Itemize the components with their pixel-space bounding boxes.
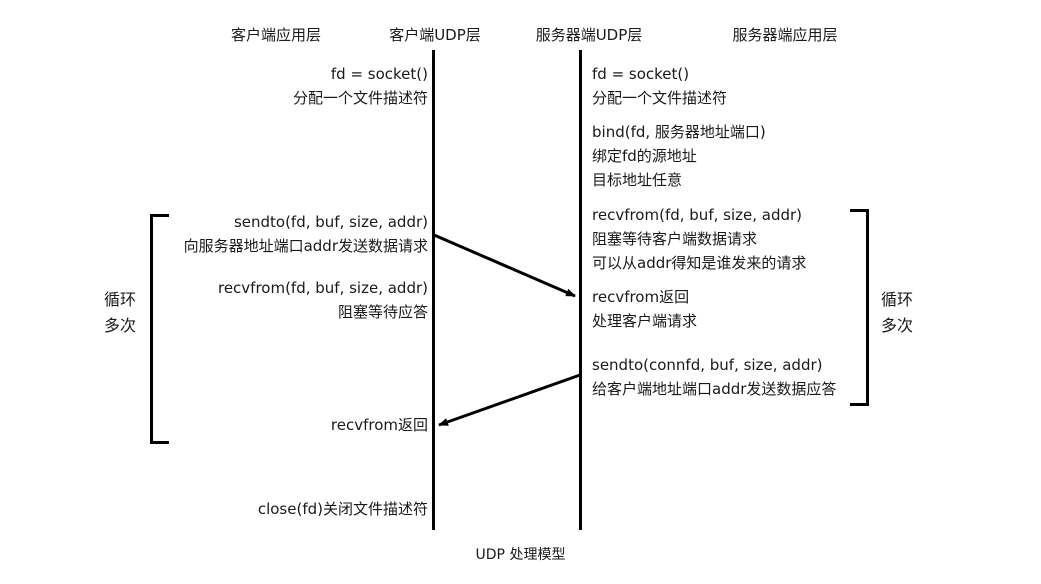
client-sendto-line1: sendto(fd, buf, size, addr) — [233, 213, 428, 231]
server-bind-line3: 目标地址任意 — [592, 171, 683, 189]
client-recvfrom-return-label: recvfrom返回 — [330, 416, 428, 434]
server-recvfrom-line3: 可以从addr得知是谁发来的请求 — [592, 254, 807, 272]
client-recvfrom-step: recvfrom(fd, buf, size, addr) 阻塞等待应答 — [132, 276, 428, 324]
server-socket-step: fd = socket() 分配一个文件描述符 — [592, 62, 922, 110]
client-sendto-step: sendto(fd, buf, size, addr) 向服务器地址端口addr… — [132, 210, 428, 258]
server-sendto-step: sendto(connfd, buf, size, addr) 给客户端地址端口… — [592, 353, 922, 401]
loop-label-server-line2: 多次 — [880, 316, 913, 335]
arrow-request-client-to-server — [433, 233, 576, 298]
server-recvfrom-return-line1: recvfrom返回 — [592, 288, 690, 306]
client-recvfrom-line2: 阻塞等待应答 — [337, 303, 428, 321]
server-socket-line2: 分配一个文件描述符 — [592, 89, 728, 107]
client-close-label: close(fd)关闭文件描述符 — [257, 500, 428, 518]
loop-label-client-line1: 循环 — [103, 290, 136, 309]
server-bind-line1: bind(fd, 服务器地址端口) — [592, 123, 766, 141]
lifeline-header-client-app: 客户端应用层 — [230, 26, 321, 44]
client-socket-line2: 分配一个文件描述符 — [292, 89, 428, 107]
server-recvfrom-line1: recvfrom(fd, buf, size, addr) — [592, 206, 803, 224]
client-sendto-line2: 向服务器地址端口addr发送数据请求 — [183, 237, 428, 255]
client-close-step: close(fd)关闭文件描述符 — [132, 497, 428, 521]
server-recvfrom-step: recvfrom(fd, buf, size, addr) 阻塞等待客户端数据请… — [592, 203, 922, 275]
loop-label-server: 循环 多次 — [869, 287, 925, 339]
lifeline-client-udp — [432, 50, 435, 530]
server-sendto-line1: sendto(connfd, buf, size, addr) — [592, 356, 823, 374]
server-sendto-line2: 给客户端地址端口addr发送数据应答 — [592, 380, 837, 398]
lifeline-header-server-app: 服务器端应用层 — [732, 26, 838, 44]
client-socket-line1: fd = socket() — [330, 65, 428, 83]
lifeline-header-server-udp: 服务器端UDP层 — [535, 26, 643, 44]
loop-bracket-server — [850, 209, 869, 406]
client-socket-step: fd = socket() 分配一个文件描述符 — [132, 62, 428, 110]
arrow-response-server-to-client — [438, 373, 581, 427]
lifeline-header-client-udp: 客户端UDP层 — [389, 26, 481, 44]
server-recvfrom-line2: 阻塞等待客户端数据请求 — [592, 230, 758, 248]
lifeline-server-udp — [579, 50, 582, 530]
server-bind-step: bind(fd, 服务器地址端口) 绑定fd的源地址 目标地址任意 — [592, 120, 922, 192]
server-recvfrom-return-step: recvfrom返回 处理客户端请求 — [592, 285, 922, 333]
server-recvfrom-return-line2: 处理客户端请求 — [592, 312, 698, 330]
client-recvfrom-return-step: recvfrom返回 — [132, 413, 428, 437]
server-socket-line1: fd = socket() — [592, 65, 690, 83]
loop-label-client: 循环 多次 — [92, 287, 148, 339]
client-recvfrom-line1: recvfrom(fd, buf, size, addr) — [217, 279, 428, 297]
server-bind-line2: 绑定fd的源地址 — [592, 147, 697, 165]
diagram-caption: UDP 处理模型 — [475, 547, 566, 563]
loop-label-server-line1: 循环 — [880, 290, 913, 309]
loop-label-client-line2: 多次 — [103, 316, 136, 335]
loop-bracket-client — [150, 214, 169, 444]
